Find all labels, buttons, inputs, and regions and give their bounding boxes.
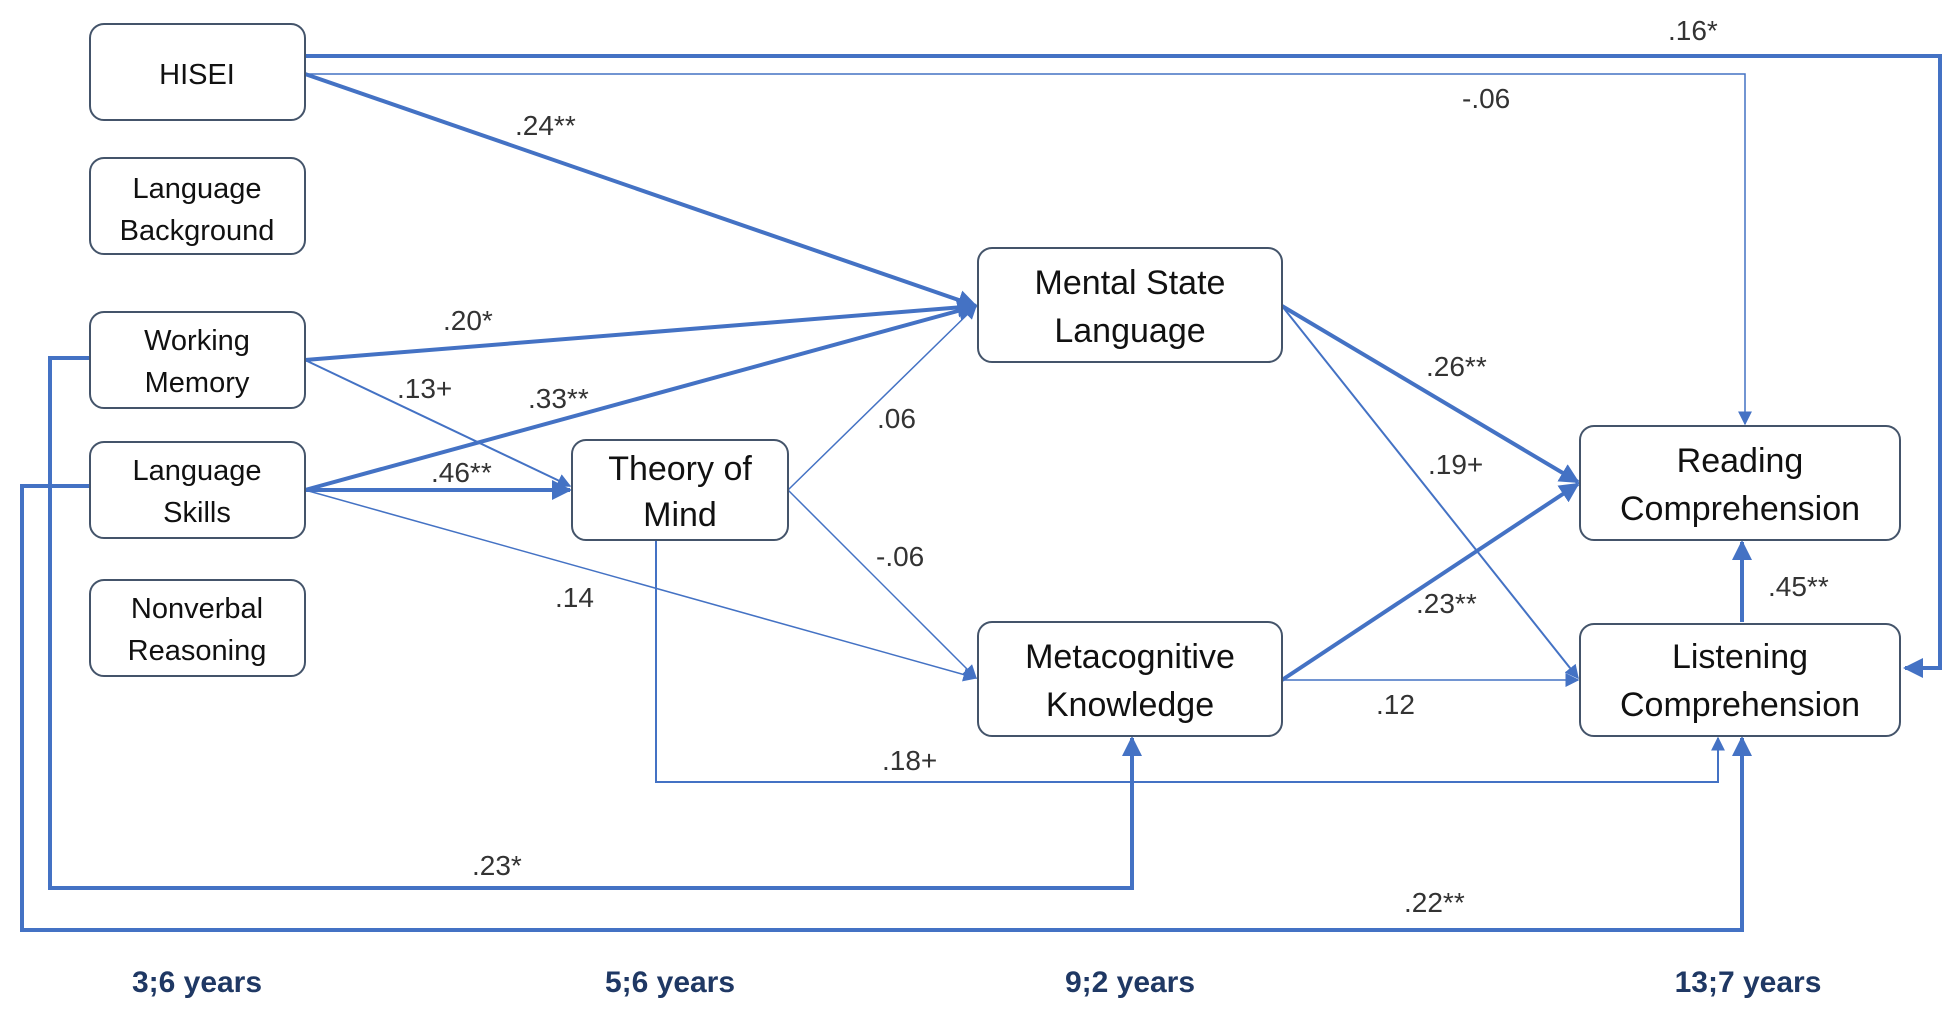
coef-hisei-msl: .24** <box>515 110 576 141</box>
node-listening-comprehension-line2: Comprehension <box>1620 686 1860 724</box>
node-working-memory: Working Memory <box>89 311 306 409</box>
node-reading-comprehension-line2: Comprehension <box>1620 490 1860 528</box>
coef-msl-reading: .26** <box>1426 351 1487 382</box>
node-mental-state-language: Mental State Language <box>977 247 1283 363</box>
edge-meta-reading <box>1280 482 1580 682</box>
node-listening-comprehension: Listening Comprehension <box>1579 623 1901 737</box>
node-reading-comprehension: Reading Comprehension <box>1579 425 1901 541</box>
coef-tom-msl: .06 <box>877 403 916 434</box>
edges <box>20 54 1942 932</box>
coef-wm-meta: .23* <box>472 850 522 881</box>
coef-tom-meta: -.06 <box>876 541 924 572</box>
node-working-memory-line1: Working <box>144 325 250 357</box>
edge-hisei-msl <box>304 72 978 310</box>
coef-hisei-reading: -.06 <box>1462 83 1510 114</box>
node-metacognitive-knowledge: Metacognitive Knowledge <box>977 621 1283 737</box>
node-language-background-line1: Language <box>132 173 261 205</box>
coef-hisei-listening: .16* <box>1668 15 1718 46</box>
node-working-memory-line2: Memory <box>145 367 250 399</box>
edge-tom-meta <box>787 489 977 679</box>
coef-ls-listening: .22** <box>1404 887 1465 918</box>
node-hisei: HISEI <box>89 23 306 121</box>
edge-wm-meta <box>48 356 1142 890</box>
age-label-3: 9;2 years <box>1065 966 1195 999</box>
node-metacognitive-knowledge-line2: Knowledge <box>1046 686 1214 724</box>
coef-msl-listening: .19+ <box>1428 449 1483 480</box>
node-language-background-line2: Background <box>120 215 275 247</box>
edge-ls-meta <box>304 489 978 682</box>
coef-wm-msl: .20* <box>443 305 493 336</box>
node-language-skills-line2: Skills <box>163 497 231 529</box>
node-theory-of-mind-line2: Mind <box>643 496 717 534</box>
edge-hisei-reading <box>305 73 1752 426</box>
coef-wm-tom: .13+ <box>397 373 452 404</box>
node-mental-state-language-line2: Language <box>1054 312 1205 350</box>
coef-tom-listening: .18+ <box>882 745 937 776</box>
edge-hisei-listening <box>305 54 1942 678</box>
node-metacognitive-knowledge-line1: Metacognitive <box>1025 638 1235 676</box>
node-theory-of-mind-line1: Theory of <box>608 450 752 488</box>
node-listening-comprehension-line1: Listening <box>1672 638 1808 676</box>
edge-wm-msl <box>304 297 978 362</box>
coef-listening-reading: .45** <box>1768 571 1829 602</box>
edge-tom-listening <box>655 540 1725 783</box>
edge-ls-msl <box>304 301 978 492</box>
node-hisei-line1: HISEI <box>159 59 235 91</box>
coef-meta-listening: .12 <box>1376 689 1415 720</box>
node-reading-comprehension-line1: Reading <box>1677 442 1804 480</box>
node-nonverbal-reasoning-line1: Nonverbal <box>131 593 263 625</box>
edge-msl-listening <box>1281 305 1579 680</box>
coef-meta-reading: .23** <box>1416 588 1477 619</box>
age-label-2: 5;6 years <box>605 966 735 999</box>
edge-msl-reading <box>1280 304 1580 484</box>
node-theory-of-mind: Theory of Mind <box>571 439 789 541</box>
coefficients: .16* -.06 .24** .20* .13+ .33** .46** .1… <box>397 15 1829 918</box>
age-labels: 3;6 years 5;6 years 9;2 years 13;7 years <box>132 966 1821 999</box>
coef-ls-msl: .33** <box>528 383 589 414</box>
node-language-background: Language Background <box>89 157 306 255</box>
node-nonverbal-reasoning: Nonverbal Reasoning <box>89 579 306 677</box>
edge-wm-tom <box>304 359 572 487</box>
node-language-skills-line1: Language <box>132 455 261 487</box>
edge-ls-listening <box>20 484 1752 932</box>
node-nonverbal-reasoning-line2: Reasoning <box>128 635 267 667</box>
age-label-1: 3;6 years <box>132 966 262 999</box>
edge-tom-msl <box>787 305 978 491</box>
coef-ls-meta: .14 <box>555 582 594 613</box>
coef-ls-tom: .46** <box>431 457 492 488</box>
age-label-4: 13;7 years <box>1675 966 1822 999</box>
node-language-skills: Language Skills <box>89 441 306 539</box>
node-mental-state-language-line1: Mental State <box>1035 264 1226 302</box>
